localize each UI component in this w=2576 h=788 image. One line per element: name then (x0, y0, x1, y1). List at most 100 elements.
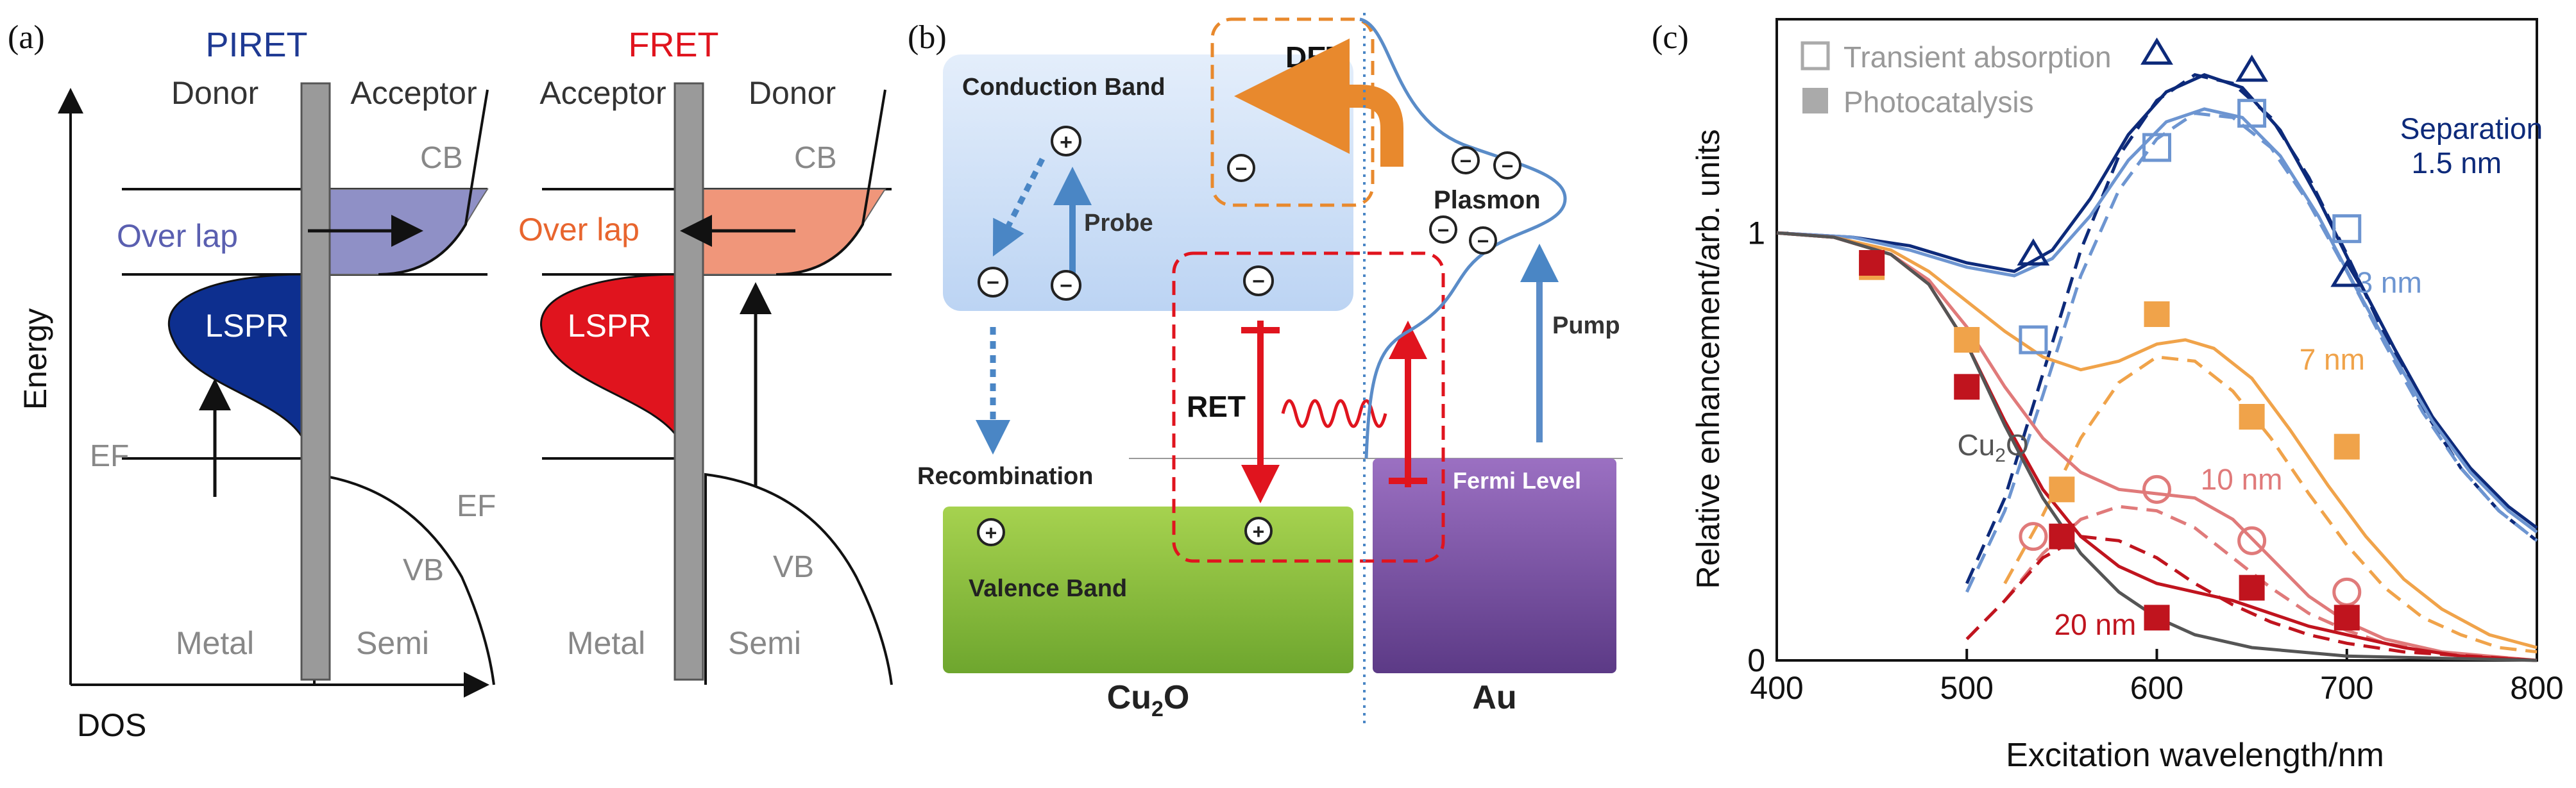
fret-vb-label: VB (773, 550, 814, 584)
fret-title: FRET (629, 26, 719, 64)
legend-marker (1802, 88, 1828, 113)
fret-acceptor-label: Acceptor (539, 75, 666, 111)
legend-marker (1801, 41, 1830, 71)
x-tick-label: 700 (2320, 670, 2373, 706)
hole-icon (1244, 517, 1273, 545)
data-point (1954, 327, 1980, 353)
y-axis-label: Relative enhancement/arb. units (1690, 129, 1726, 589)
relaxation-arrow (992, 157, 1046, 257)
electron-icon (1243, 265, 1274, 296)
data-point (2049, 476, 2075, 503)
fret-lspr-label: LSPR (568, 308, 652, 344)
piret-lspr-shape (167, 273, 303, 439)
hole-icon (977, 518, 1005, 546)
x-tick-label: 600 (2130, 670, 2183, 706)
series-dashed-line (2003, 355, 2538, 654)
series-dashed-line (2003, 505, 2538, 662)
electron-icon (1429, 215, 1457, 244)
series-solid-line (1776, 231, 2538, 662)
electron-icon (1469, 226, 1497, 255)
electron-sign: − (987, 271, 999, 295)
data-point (2334, 605, 2360, 631)
electron-sign: − (1477, 230, 1489, 253)
plasmon-electrons: − − − − (1429, 146, 1521, 255)
data-point (2144, 605, 2170, 631)
piret-overlap-label: Over lap (117, 218, 238, 254)
panel-a: (a) PIRET FRET Energy DOS Donor Acceptor… (8, 19, 893, 743)
series-dashed-line (1965, 112, 2538, 593)
piret-cb-label: CB (420, 141, 463, 175)
data-point (2237, 526, 2267, 555)
legend-label: Photocatalysis (1843, 85, 2034, 119)
data-point (1954, 374, 1980, 400)
panel-c-label: (c) (1652, 19, 1689, 56)
fret-overlap-label: Over lap (518, 212, 640, 247)
piret-ef-label: EF (90, 439, 129, 473)
au-material-label: Au (1472, 679, 1516, 716)
piret-lspr-label: LSPR (205, 308, 289, 344)
x-tick-label: 800 (2510, 670, 2563, 706)
piret-donor-label: Donor (171, 75, 258, 111)
cu2o-curve-label: Cu2O (1957, 428, 2028, 466)
data-point (2237, 99, 2267, 128)
data-point (2239, 404, 2265, 430)
data-point (2019, 325, 2048, 355)
data-point (2017, 238, 2050, 266)
fret-cb-curve (775, 89, 886, 276)
valence-band-box (943, 507, 1353, 673)
x-tick-label: 400 (1750, 670, 1803, 706)
piret-acceptor-label: Acceptor (350, 75, 477, 111)
det-label: DET (1285, 40, 1344, 74)
au-box (1373, 458, 1616, 673)
data-point (2334, 433, 2360, 460)
piret-vb-curve (313, 473, 495, 685)
plasmon-label: Plasmon (1434, 186, 1541, 214)
panel-a-label: (a) (8, 19, 45, 56)
series-solid-line (1776, 231, 2538, 662)
panel-b-label: (b) (908, 19, 947, 56)
series-label: Separation (2400, 112, 2543, 146)
fermi-level-label: Fermi Level (1453, 467, 1581, 494)
series-solid-line (1776, 231, 2538, 650)
fret-lspr-shape (540, 273, 678, 439)
series-solid-line (1776, 73, 2538, 530)
hole-sign: + (1060, 130, 1072, 155)
plasmon-curve (1359, 17, 1567, 459)
data-point (2049, 523, 2075, 549)
cb-carriers: + − − − (978, 126, 1274, 301)
pump-label: Pump (1552, 312, 1620, 339)
recombination-label: Recombination (917, 463, 1093, 490)
electron-sign: − (1460, 149, 1472, 172)
electron-icon (1493, 151, 1521, 180)
probe-label: Probe (1084, 210, 1153, 237)
piret-diagram: Donor Acceptor CB Over lap LSPR EF VB Me… (90, 75, 495, 685)
electron-icon (1227, 154, 1255, 182)
hole-sign: + (1253, 520, 1265, 543)
data-point (2330, 260, 2364, 287)
det-arrow (1234, 38, 1403, 167)
electron-sign: − (1060, 274, 1072, 298)
ret-box (1172, 251, 1445, 563)
electron-sign: − (1437, 219, 1450, 242)
hole-sign: + (985, 521, 997, 544)
data-point (2332, 577, 2362, 607)
electron-sign: − (1252, 269, 1265, 294)
x-axis-label: Excitation wavelength/nm (2006, 737, 2384, 774)
piret-title: PIRET (205, 26, 307, 64)
piret-barrier (300, 82, 331, 681)
fret-ef-label: EF (457, 489, 496, 523)
y-tick-label: 0 (1747, 642, 1765, 678)
data-point (2239, 574, 2265, 601)
series-dashed-line (1965, 535, 2538, 662)
data-point (2140, 37, 2173, 65)
data-point (2142, 474, 2171, 504)
fret-metal-label: Metal (567, 625, 645, 661)
det-box (1210, 17, 1375, 207)
series-label: 3 nm (2357, 266, 2422, 299)
data-point (2332, 214, 2362, 244)
fret-barrier (674, 82, 704, 681)
fret-vb-curve (704, 473, 893, 685)
data-point (2019, 522, 2048, 551)
electron-icon (1452, 146, 1480, 174)
